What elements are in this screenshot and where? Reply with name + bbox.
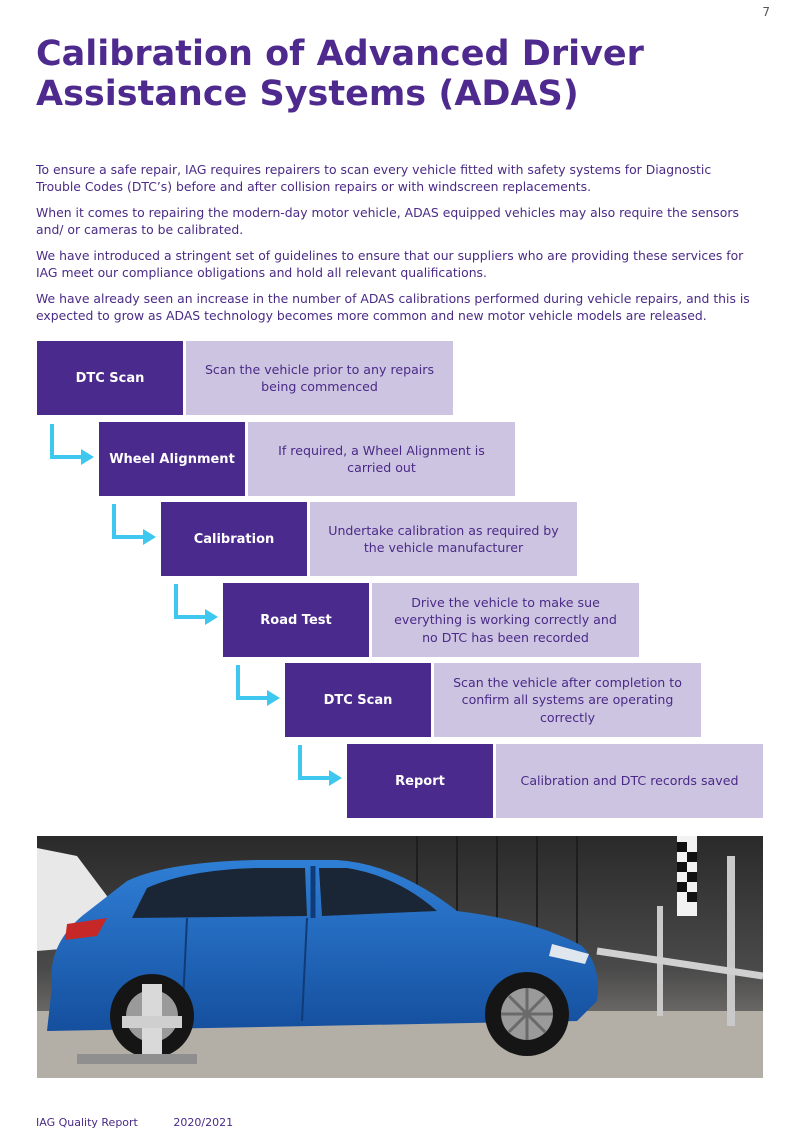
step-description: Calibration and DTC records saved [496, 744, 763, 818]
page-number: 7 [762, 5, 770, 19]
process-step-dtc-scan-final: DTC Scan Scan the vehicle after completi… [285, 663, 701, 737]
step-label: Road Test [223, 583, 369, 657]
step-label: Report [347, 744, 493, 818]
process-step-road-test: Road Test Drive the vehicle to make sue … [223, 583, 639, 657]
process-step-report: Report Calibration and DTC records saved [347, 744, 763, 818]
step-description: Undertake calibration as required by the… [310, 502, 577, 576]
step-arrow-icon [298, 745, 342, 786]
step-arrow-icon [174, 584, 218, 625]
step-description: Scan the vehicle prior to any repairs be… [186, 341, 453, 415]
step-arrow-icon [236, 665, 280, 706]
intro-paragraph: To ensure a safe repair, IAG requires re… [36, 162, 712, 194]
car-photo-illustration [37, 836, 763, 1078]
step-label: Calibration [161, 502, 307, 576]
page-title: Calibration of Advanced Driver Assistanc… [36, 34, 644, 114]
intro-text: To ensure a safe repair, IAG requires re… [36, 162, 758, 334]
step-label: Wheel Alignment [99, 422, 245, 496]
step-arrow-icon [112, 504, 156, 545]
step-label: DTC Scan [285, 663, 431, 737]
footer: IAG Quality Report 2020/2021 [36, 1116, 233, 1129]
step-description: If required, a Wheel Alignment is carrie… [248, 422, 515, 496]
footer-year: 2020/2021 [173, 1116, 234, 1129]
footer-report-name: IAG Quality Report [36, 1116, 138, 1129]
step-label: DTC Scan [37, 341, 183, 415]
process-step-dtc-scan: DTC Scan Scan the vehicle prior to any r… [37, 341, 453, 415]
intro-paragraph: We have already seen an increase in the … [36, 291, 750, 323]
car-calibration-photo [37, 836, 763, 1078]
intro-paragraph: We have introduced a stringent set of gu… [36, 248, 744, 280]
process-step-calibration: Calibration Undertake calibration as req… [161, 502, 577, 576]
step-description: Drive the vehicle to make sue everything… [372, 583, 639, 657]
intro-paragraph: When it comes to repairing the modern-da… [36, 205, 739, 237]
step-description: Scan the vehicle after completion to con… [434, 663, 701, 737]
process-step-wheel-alignment: Wheel Alignment If required, a Wheel Ali… [99, 422, 515, 496]
step-arrow-icon [50, 424, 94, 465]
